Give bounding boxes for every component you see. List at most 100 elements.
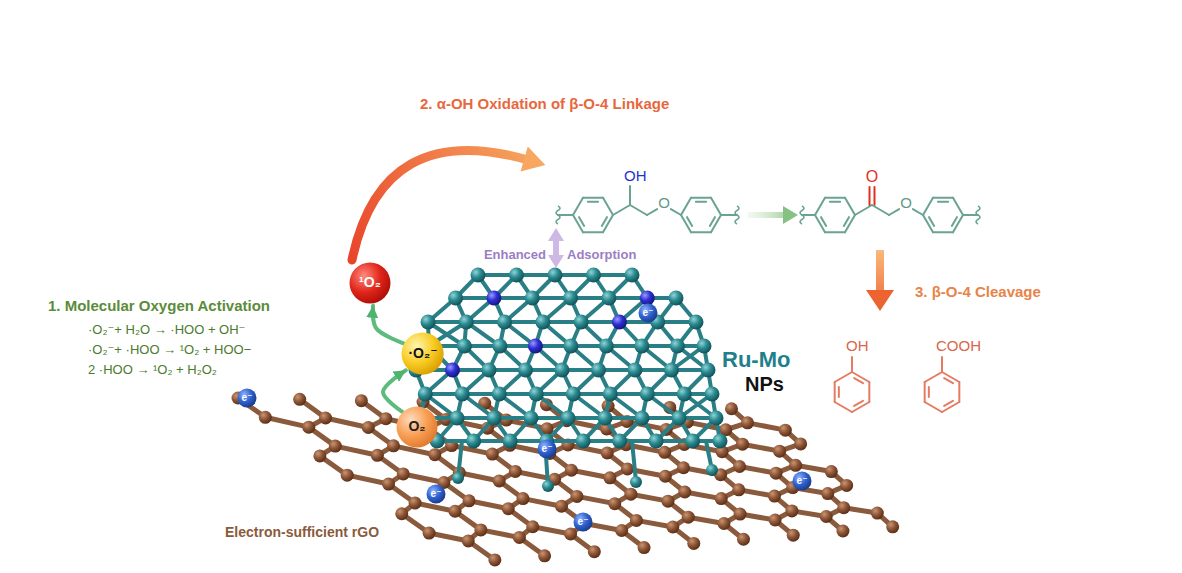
nanoparticle [492, 339, 507, 354]
molecule-structure [687, 217, 692, 226]
molecule-structure [602, 217, 607, 226]
electron-label: e⁻ [797, 475, 808, 487]
atom-label: COOH [936, 337, 981, 354]
graphene-sheet [362, 421, 375, 434]
nanoparticle [416, 275, 720, 441]
molecule-structure [573, 215, 583, 232]
graphene-sheet [615, 524, 628, 537]
graphene-sheet [474, 523, 487, 536]
nanoparticle [492, 387, 507, 402]
nanoparticle [713, 434, 728, 449]
graphene-sheet [493, 474, 506, 487]
nanoparticle [457, 339, 472, 354]
nanoparticle [471, 268, 486, 283]
molecule-structure [691, 197, 711, 199]
molecule-structure [963, 214, 978, 216]
nanoparticle [649, 434, 664, 449]
graphene-sheet [737, 533, 750, 546]
atom-label: OH [846, 337, 869, 354]
molecule-structure [825, 231, 845, 233]
molecule-structure [913, 209, 923, 215]
particle-anchor [630, 476, 642, 488]
graphene-sheet [302, 421, 315, 434]
electron-label: e⁻ [578, 516, 589, 528]
graphene-sheet [677, 461, 690, 474]
process-arrow [352, 150, 528, 260]
nanoparticle [625, 268, 640, 283]
graphene-sheet [387, 439, 400, 452]
molecule-structure [603, 198, 613, 215]
molecule-structure [844, 217, 849, 226]
nanoparticle [634, 339, 649, 354]
molecule-structure [944, 378, 953, 383]
process-arrow [521, 146, 546, 171]
molecule-structure [851, 357, 853, 372]
adsorption-arrow [548, 255, 564, 268]
nanoparticle [599, 339, 614, 354]
molecule-structure [933, 231, 953, 233]
graphene-sheet [538, 549, 551, 562]
molecule-structure [923, 215, 933, 232]
molecule-structure [854, 401, 863, 406]
molecule-structure [613, 205, 630, 215]
graphene-sheet [768, 490, 781, 503]
nanoparticle [466, 434, 481, 449]
graphene-sheet [741, 416, 754, 429]
nanoparticle [548, 268, 563, 283]
nanoparticle [612, 434, 627, 449]
graphene-sheet [621, 462, 634, 475]
molecule-structure [923, 198, 933, 215]
nanoparticle [455, 387, 470, 402]
nanoparticle [535, 315, 550, 330]
molecule-structure [976, 206, 980, 224]
particle-anchor [632, 441, 636, 482]
graphene-sheet [355, 394, 368, 407]
graphene-sheet [820, 510, 833, 523]
atom-label: O [658, 194, 670, 211]
graphene-sheet [601, 446, 614, 459]
molecule-structure [933, 197, 953, 199]
graphene-sheet [397, 467, 410, 480]
molecule-structure [583, 197, 603, 199]
nanoparticle [555, 363, 570, 378]
graphene-sheet [661, 495, 674, 508]
molecule-structure [735, 206, 739, 224]
graphene-sheet [794, 437, 807, 450]
molecule-structure [924, 382, 926, 402]
nanoparticle [409, 268, 728, 449]
molecule-structure [603, 215, 613, 232]
nanoparticle [497, 315, 512, 330]
molecule-structure [958, 382, 960, 402]
molecule-structure [588, 201, 598, 203]
graphene-sheet [840, 479, 853, 492]
graphene-sheet [678, 486, 691, 499]
molecule-structure [855, 205, 872, 215]
nanoparticle [701, 363, 716, 378]
graphene-sheet [836, 524, 849, 537]
graphene-sheet [329, 440, 342, 453]
molecule-structure [889, 209, 899, 215]
graphene-sheet [638, 541, 651, 554]
nanoparticle [574, 315, 589, 330]
electron-ball [238, 304, 812, 532]
graphene-sheet [395, 507, 408, 520]
molecule-structure [573, 198, 583, 215]
graphene-sheet [423, 527, 436, 540]
electron-label: e⁻ [643, 307, 654, 319]
molecule-structure [691, 231, 711, 233]
nanoparticle [566, 387, 581, 402]
molecule-structure [825, 197, 845, 199]
molecule-structure [696, 201, 706, 203]
molecule-structure [721, 214, 737, 216]
graphene-sheet [565, 464, 578, 477]
electron-ball [639, 304, 658, 323]
step-title: 1. Molecular Oxygen Activation [48, 297, 270, 314]
electron-ball [793, 472, 812, 491]
molecule-structure [711, 215, 721, 232]
graphene-sheet [319, 411, 332, 424]
nanoparticle [697, 339, 712, 354]
reaction-arrow [383, 370, 406, 412]
graphene-sheet [871, 507, 884, 520]
process-arrow [866, 290, 894, 311]
